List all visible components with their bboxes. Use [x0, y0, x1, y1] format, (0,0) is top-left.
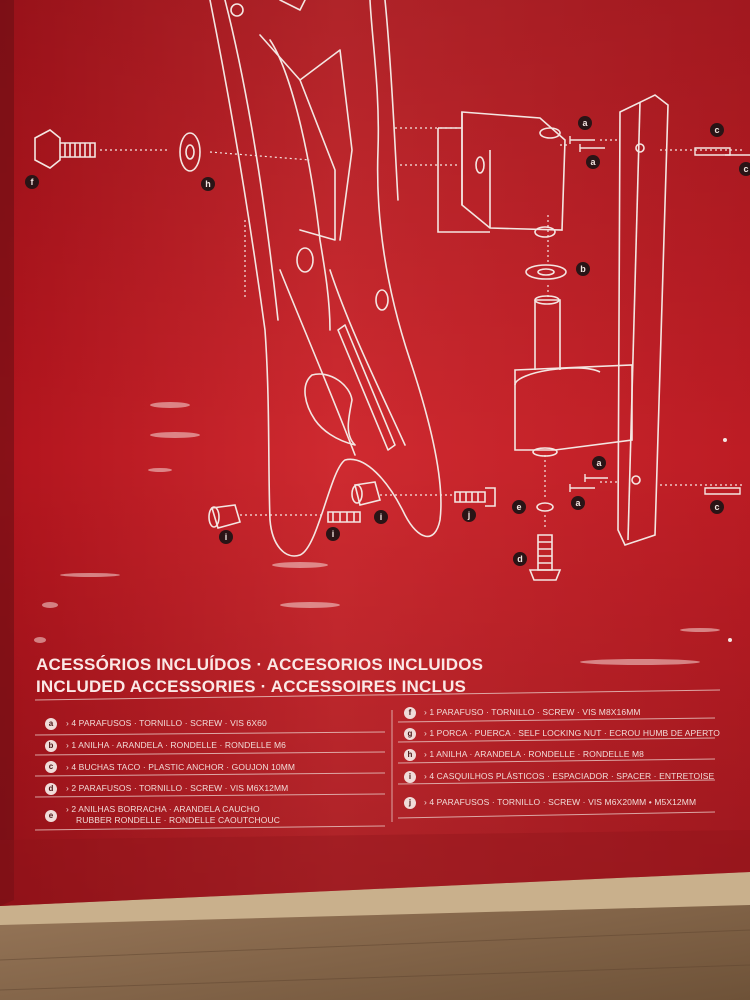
screws-j-drawing — [327, 487, 496, 523]
label-c-top: c — [710, 123, 724, 137]
bolt-f-drawing — [34, 129, 96, 169]
label-c-bottom: c — [710, 500, 724, 514]
label-d: d — [513, 552, 527, 566]
item-b-text: › 1 ANILHA · ARANDELA · RONDELLE · RONDE… — [66, 740, 287, 750]
label-f: f — [25, 175, 39, 189]
accessories-heading-line2: INCLUDED ACCESSORIES · ACCESSOIRES INCLU… — [36, 677, 467, 696]
screws-a-drawing — [569, 136, 608, 492]
badge-a: a — [45, 718, 57, 730]
badge-i: i — [404, 771, 416, 783]
wall-rail-drawing — [617, 94, 669, 546]
item-d-text: › 2 PARAFUSOS · TORNILLO · SCREW · VIS M… — [66, 783, 289, 793]
glare-spots — [34, 402, 720, 665]
anchors-c-drawing — [694, 147, 750, 495]
badge-j: j — [404, 797, 416, 809]
accessories-heading-line1: ACESSÓRIOS INCLUÍDOS · ACCESORIOS INCLUI… — [36, 655, 484, 674]
label-a-top: a — [578, 116, 592, 130]
lower-bracket-drawing — [514, 295, 633, 457]
label-j: j — [462, 508, 476, 522]
label-b: b — [576, 262, 590, 276]
label-i-right: i — [374, 510, 388, 524]
badge-h: h — [404, 749, 416, 761]
item-f-text: › 1 PARAFUSO · TORNILLO · SCREW · VIS M8… — [424, 707, 641, 717]
item-j-text: › 4 PARAFUSOS · TORNILLO · SCREW · VIS M… — [424, 797, 697, 807]
upper-bracket-drawing — [437, 111, 566, 238]
item-e-text: › 2 ANILHAS BORRACHA · ARANDELA CAUCHO — [66, 804, 260, 814]
item-i-text: › 4 CASQUILHOS PLÁSTICOS · ESPACIADOR · … — [424, 771, 715, 781]
item-g-text: › 1 PORCA · PUERCA · SELF LOCKING NUT · … — [424, 728, 720, 738]
badge-b: b — [45, 740, 57, 752]
label-h: h — [201, 177, 215, 191]
label-a-bottom: a — [592, 456, 606, 470]
item-h-text: › 1 ANILHA · ARANDELA · RONDELLE · RONDE… — [424, 749, 645, 759]
badge-e: e — [45, 810, 57, 822]
badge-f: f — [404, 707, 416, 719]
bracket-arm — [209, 0, 442, 557]
spacer-i-drawing — [208, 481, 381, 529]
label-c-top2: c — [739, 162, 750, 176]
badge-g: g — [404, 728, 416, 740]
item-a-text: › 4 PARAFUSOS · TORNILLO · SCREW · VIS 6… — [66, 718, 267, 728]
label-i-mid: i — [326, 527, 340, 541]
badge-c: c — [45, 761, 57, 773]
guide-lines — [100, 127, 745, 530]
item-e-text-line2: RUBBER RONDELLE · RONDELLE CAOUTCHOUC — [76, 815, 280, 825]
table-lines — [34, 689, 721, 831]
washer-e-screw-d-drawing — [528, 502, 562, 581]
item-c-text: › 4 BUCHAS TACO · PLASTIC ANCHOR · GOUJO… — [66, 762, 296, 772]
label-e: e — [512, 500, 526, 514]
assembly-diagram — [209, 0, 442, 557]
cardboard-edge — [0, 870, 750, 925]
washer-b-drawing — [525, 264, 567, 280]
label-a-bottom2: a — [571, 496, 585, 510]
badge-d: d — [45, 783, 57, 795]
label-a-top2: a — [586, 155, 600, 169]
washer-h-drawing — [179, 132, 201, 172]
label-i-left: i — [219, 530, 233, 544]
